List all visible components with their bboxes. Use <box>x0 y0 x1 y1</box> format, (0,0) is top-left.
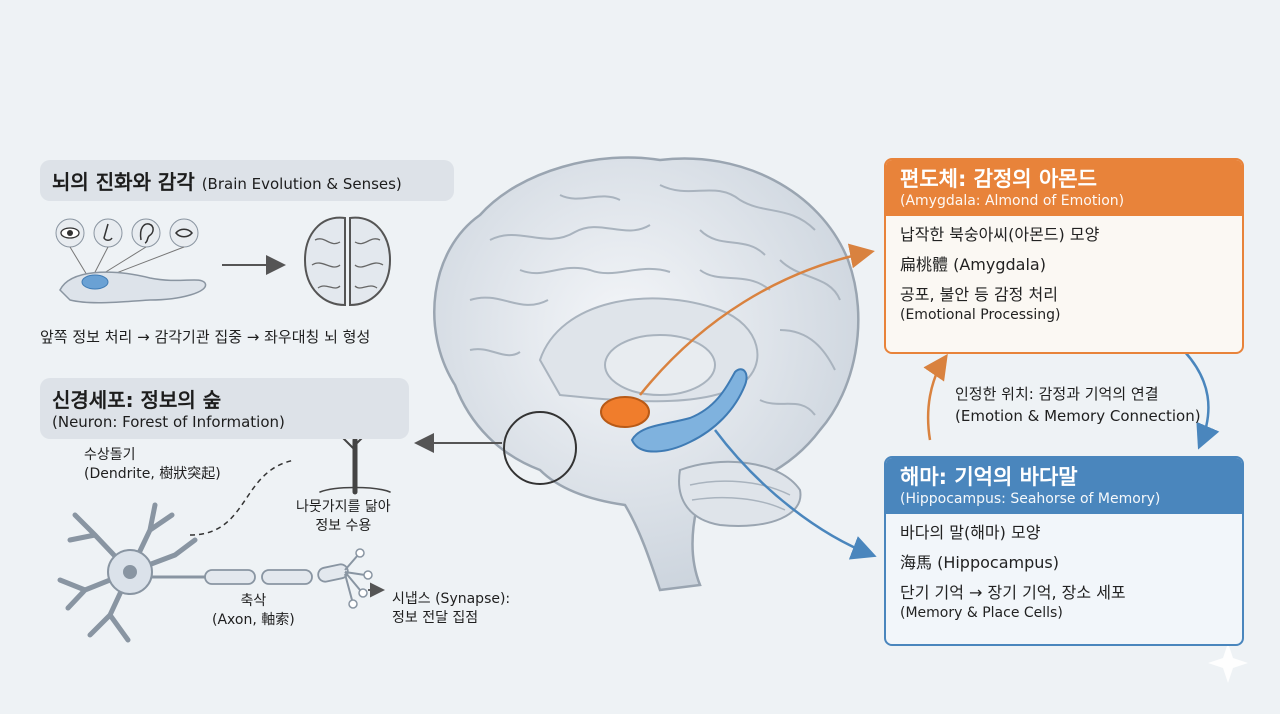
magnifier-circle <box>503 411 577 485</box>
evolution-subtitle: (Brain Evolution & Senses) <box>201 175 402 193</box>
synapse-sub-text: 정보 전달 집점 <box>392 610 479 626</box>
axon-label-text: 축삭 <box>240 593 267 609</box>
hippocampus-line4: (Memory & Place Cells) <box>900 605 1063 621</box>
evolution-title: 뇌의 진화와 감각 (Brain Evolution & Senses) <box>40 160 454 201</box>
synapse-label: 시냅스 (Synapse): 정보 전달 집점 <box>392 590 510 628</box>
evolution-caption: 앞쪽 정보 처리 → 감각기관 집중 → 좌우대칭 뇌 형성 <box>40 328 371 346</box>
amygdala-arrow <box>639 243 875 396</box>
eye-icon <box>55 218 85 248</box>
hippocampus-card-header: 해마: 기억의 바다말 (Hippocampus: Seahorse of Me… <box>886 458 1242 514</box>
amygdala-card-body: 납작한 북숭아씨(아몬드) 모양 扁桃體 (Amygdala) 공포, 불안 등… <box>886 216 1242 332</box>
hippocampus-subtitle: (Hippocampus: Seahorse of Memory) <box>900 491 1161 507</box>
amygdala-card-header: 편도체: 감정의 아몬드 (Amygdala: Almond of Emotio… <box>886 160 1242 216</box>
hippocampus-shape <box>630 368 748 453</box>
up-connection-arrow <box>923 353 948 441</box>
brain-illustration <box>433 156 860 592</box>
amygdala-shape <box>600 396 650 428</box>
amygdala-line2: 扁桃體 (Amygdala) <box>900 255 1046 274</box>
neuron-title-text: 신경세포: 정보의 숲 <box>52 388 222 412</box>
hippocampus-card: 해마: 기억의 바다말 (Hippocampus: Seahorse of Me… <box>884 456 1244 646</box>
hippocampus-card-body: 바다의 말(해마) 모양 海馬 (Hippocampus) 단기 기억 → 장기… <box>886 514 1242 630</box>
down-connection-arrow <box>1184 351 1220 450</box>
connection-line1: 인정한 위치: 감정과 기억의 연결 <box>955 385 1159 403</box>
amygdala-line4: (Emotional Processing) <box>900 307 1061 323</box>
amygdala-line1: 납작한 북숭아씨(아몬드) 모양 <box>900 225 1100 244</box>
ear-icon <box>131 218 161 248</box>
sparkle-icon <box>1208 643 1248 683</box>
hippocampus-title: 해마: 기억의 바다말 <box>900 465 1078 489</box>
symmetric-brain-icon <box>303 216 392 307</box>
mouth-icon <box>169 218 199 248</box>
amygdala-line3: 공포, 불안 등 감정 처리 <box>900 285 1058 304</box>
tree-label-line2: 정보 수용 <box>315 518 372 534</box>
dendrite-sub-text: (Dendrite, 樹狀突起) <box>84 466 221 482</box>
amygdala-title: 편도체: 감정의 아몬드 <box>900 167 1097 191</box>
neuron-title: 신경세포: 정보의 숲 (Neuron: Forest of Informati… <box>40 378 409 439</box>
synapse-label-text: 시냅스 (Synapse): <box>392 591 511 607</box>
neuron-subtitle: (Neuron: Forest of Information) <box>52 413 285 431</box>
tree-label: 나뭇가지를 닮아 정보 수용 <box>296 498 391 536</box>
axon-label: 축삭 (Axon, 軸索) <box>212 592 295 630</box>
primitive-creature <box>59 271 207 304</box>
hippocampus-line2: 海馬 (Hippocampus) <box>900 553 1059 572</box>
connection-line2: (Emotion & Memory Connection) <box>955 407 1201 425</box>
hippocampus-line3: 단기 기억 → 장기 기억, 장소 세포 <box>900 583 1126 602</box>
axon-sub-text: (Axon, 軸索) <box>212 612 295 628</box>
dendrite-label: 수상돌기 (Dendrite, 樹狀突起) <box>84 446 221 484</box>
amygdala-subtitle: (Amygdala: Almond of Emotion) <box>900 193 1125 209</box>
tree-label-line1: 나뭇가지를 닮아 <box>296 499 391 515</box>
hippocampus-arrow <box>714 429 877 560</box>
neuron-cell <box>57 502 373 643</box>
dendrite-label-text: 수상돌기 <box>84 447 136 463</box>
creature-brain <box>81 274 109 290</box>
nose-icon <box>93 218 123 248</box>
hippocampus-line1: 바다의 말(해마) 모양 <box>900 523 1041 542</box>
connection-label: 인정한 위치: 감정과 기억의 연결 (Emotion & Memory Con… <box>955 383 1201 427</box>
amygdala-card: 편도체: 감정의 아몬드 (Amygdala: Almond of Emotio… <box>884 158 1244 354</box>
evolution-title-text: 뇌의 진화와 감각 <box>52 170 195 194</box>
